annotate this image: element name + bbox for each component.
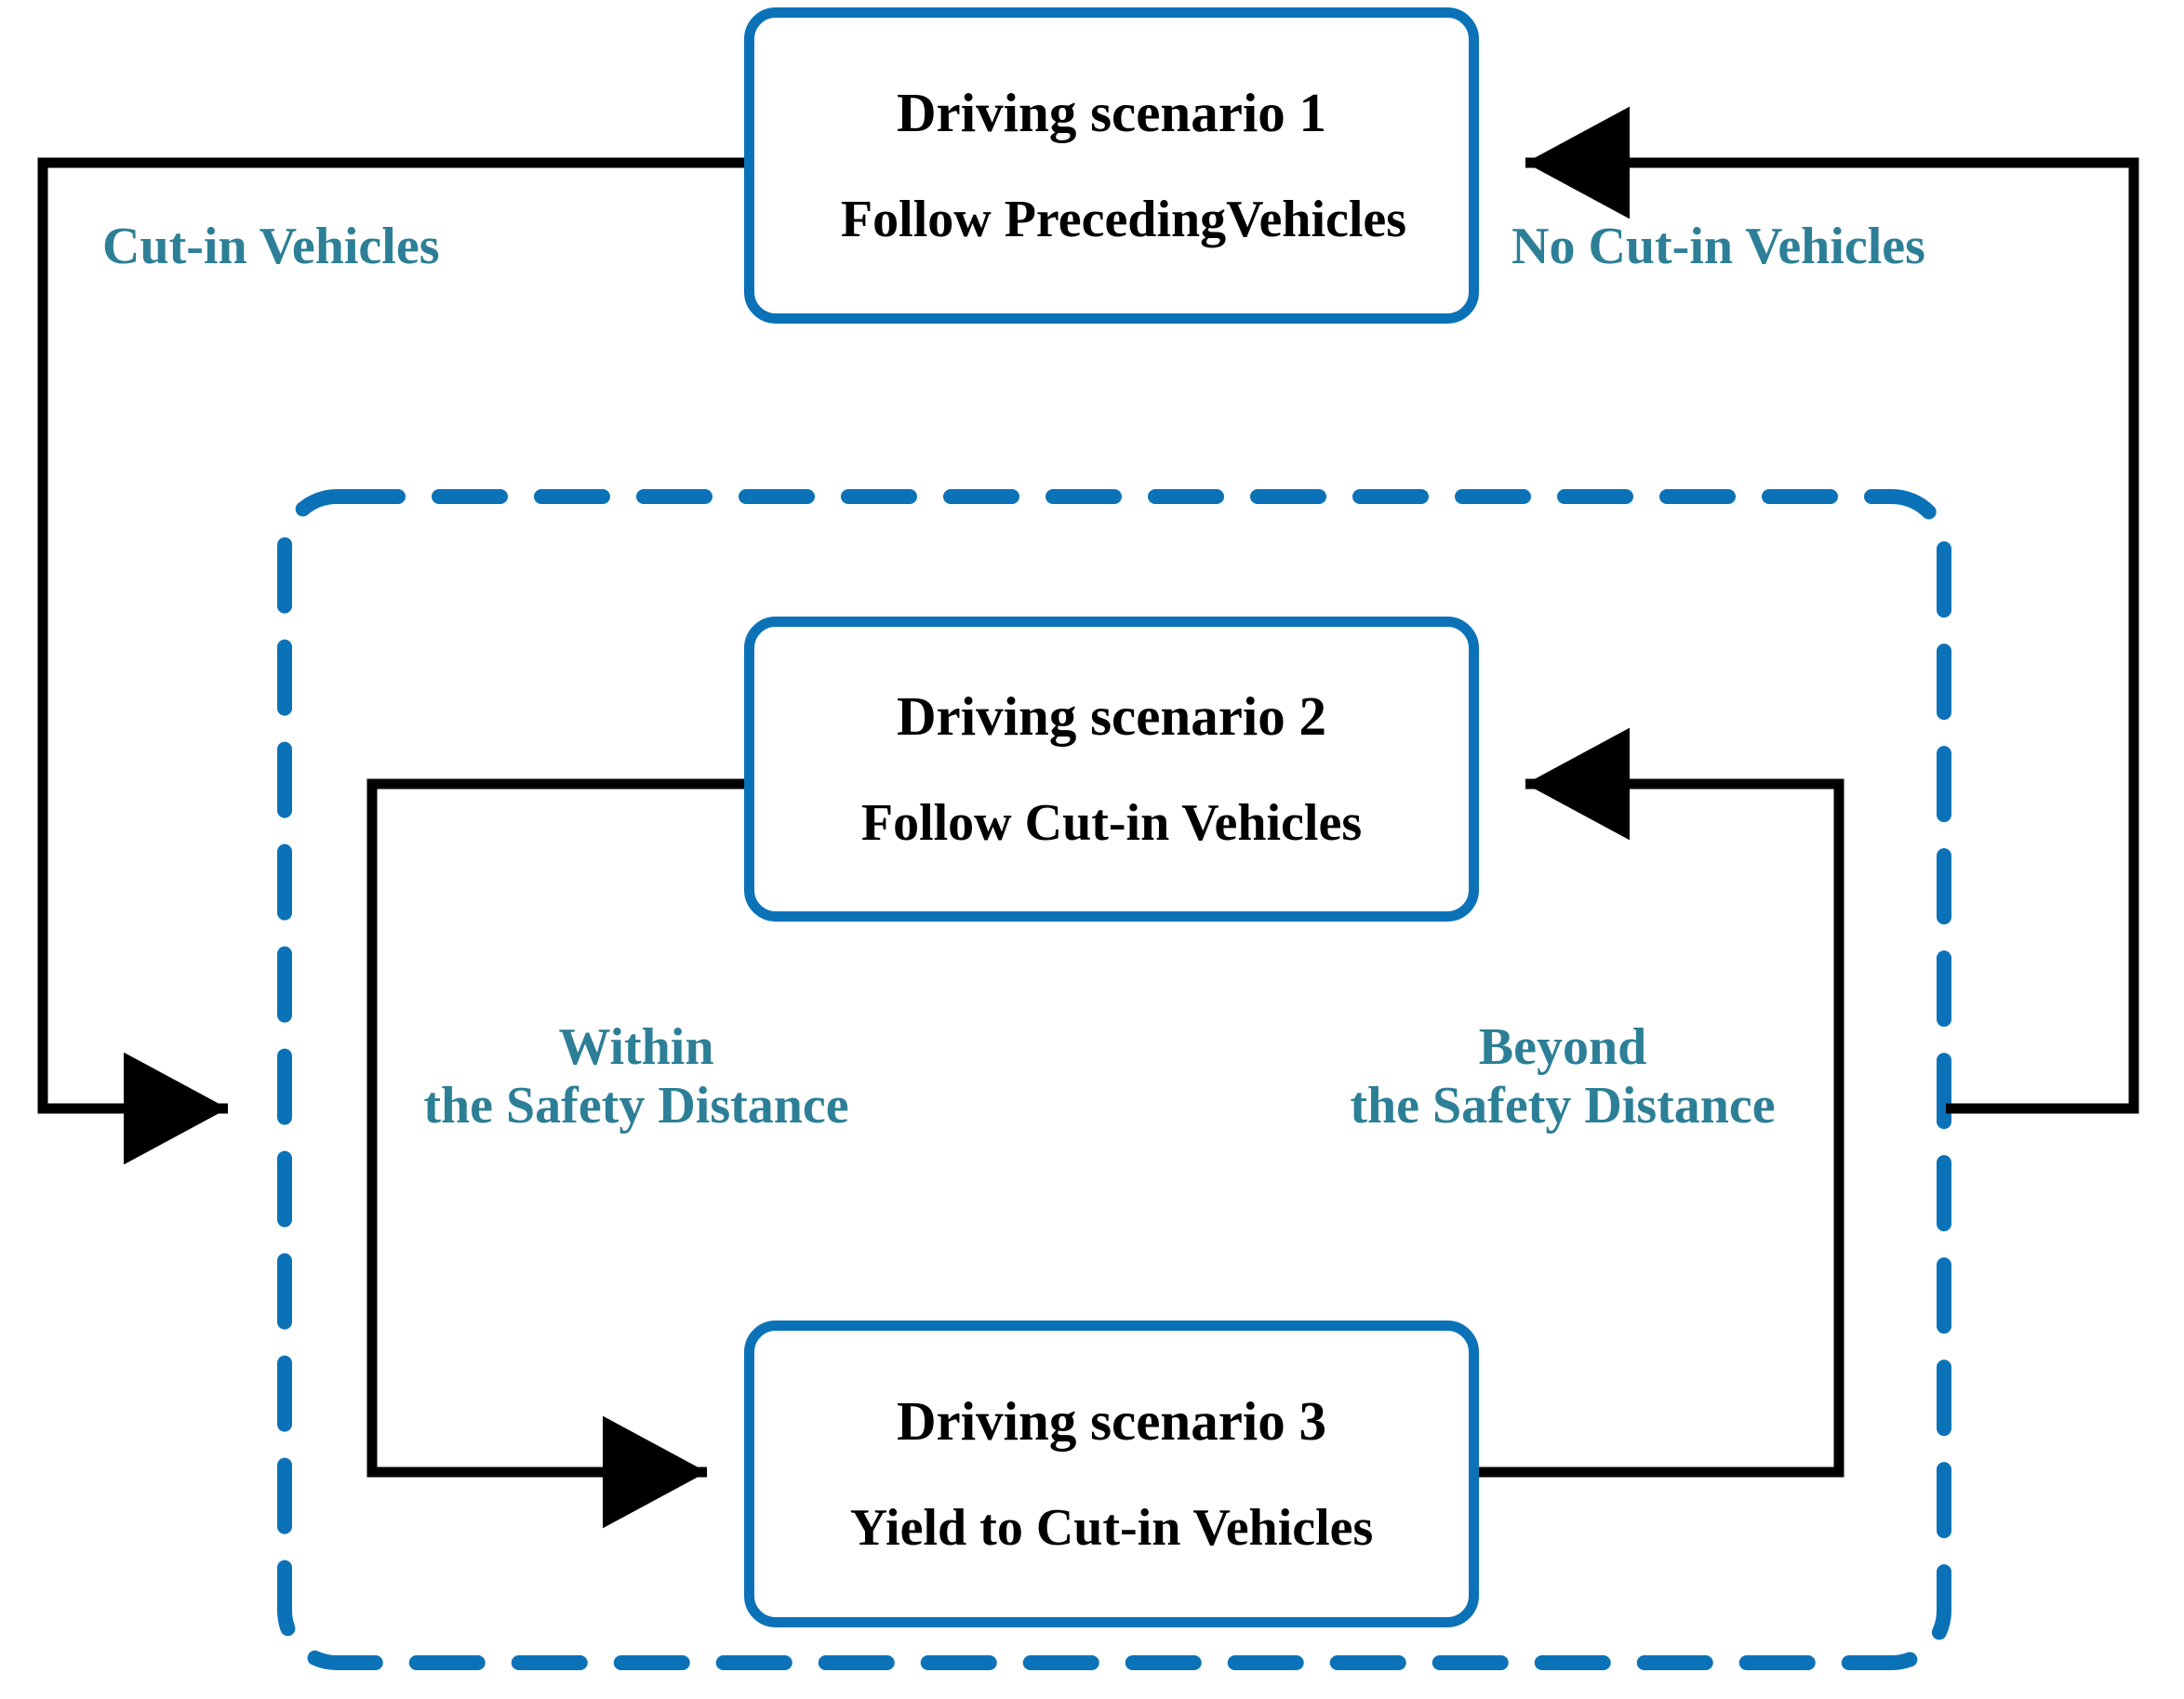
edge-label-no-cut-in-vehicles-line1: No Cut-in Vehicles bbox=[1511, 218, 1925, 275]
connector-group-to-s1 bbox=[1525, 106, 2139, 1114]
node-3-title: Driving scenario 3 bbox=[896, 1389, 1327, 1452]
connector-s2-to-s3 bbox=[366, 778, 744, 1529]
connector-s3-to-s2 bbox=[1479, 727, 1844, 1478]
node-3-subtitle: Yield to Cut-in Vehicles bbox=[849, 1498, 1374, 1557]
node-driving-scenario-3[interactable]: Driving scenario 3 Yield to Cut-in Vehic… bbox=[744, 1321, 1479, 1627]
edge-label-cut-in-vehicles-line1: Cut-in Vehicles bbox=[102, 218, 440, 275]
node-1-subtitle: Follow PrecedingVehicles bbox=[840, 190, 1407, 248]
edge-label-no-cut-in-vehicles: No Cut-in Vehicles bbox=[1511, 218, 1925, 276]
edge-label-within-safety-distance: Within the Safety Distance bbox=[376, 1018, 897, 1136]
connector-s1-to-group bbox=[37, 157, 744, 1165]
edge-label-beyond-safety-distance-line2: the Safety Distance bbox=[1350, 1077, 1776, 1135]
edge-label-within-safety-distance-line2: the Safety Distance bbox=[423, 1077, 849, 1135]
node-1-title: Driving scenario 1 bbox=[896, 81, 1327, 143]
cut-in-handling-group-outline bbox=[277, 489, 1951, 1670]
node-driving-scenario-1[interactable]: Driving scenario 1 Follow PrecedingVehic… bbox=[744, 7, 1479, 324]
edge-label-beyond-safety-distance-line1: Beyond bbox=[1478, 1018, 1647, 1076]
node-2-title: Driving scenario 2 bbox=[896, 684, 1327, 747]
node-driving-scenario-2[interactable]: Driving scenario 2 Follow Cut-in Vehicle… bbox=[744, 617, 1479, 922]
edge-label-cut-in-vehicles: Cut-in Vehicles bbox=[102, 218, 440, 276]
edge-label-within-safety-distance-line1: Within bbox=[558, 1018, 714, 1076]
edge-label-beyond-safety-distance: Beyond the Safety Distance bbox=[1298, 1018, 1828, 1136]
node-2-subtitle: Follow Cut-in Vehicles bbox=[860, 793, 1363, 852]
